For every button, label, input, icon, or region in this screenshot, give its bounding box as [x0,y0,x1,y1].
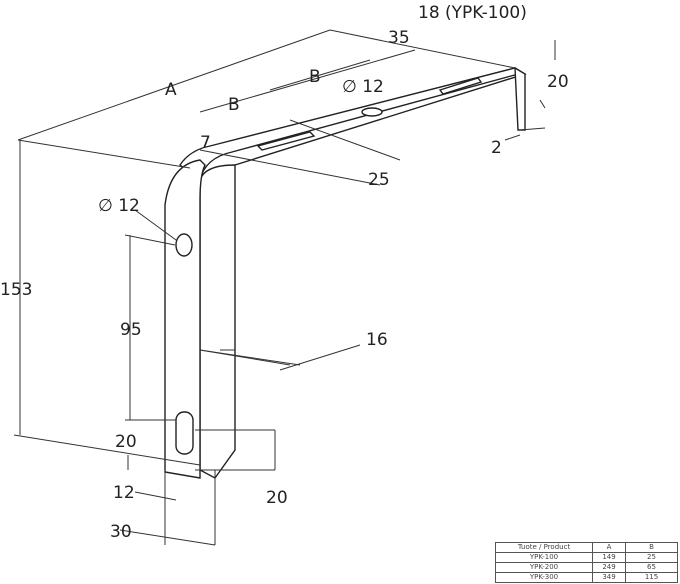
dim-thickness: 18 (YPK-100) [418,3,527,23]
table-row: YPK-200 249 65 [495,562,678,573]
dim-25: 25 [368,170,390,190]
dim-7: 7 [200,133,211,153]
slot-top-2 [438,77,483,95]
dimension-lines [13,29,556,546]
dim-12: 12 [113,483,135,503]
slot-side [175,411,194,455]
dim-20-right: 20 [266,488,288,508]
table-row: YPK-300 349 115 [495,572,678,583]
dim-2: 2 [491,138,502,158]
product-table: Tuote / Product A B YPK-100 149 25 YPK-2… [495,542,678,583]
table-header: Tuote / Product A B [495,542,678,553]
table-row: YPK-100 149 25 [495,552,678,563]
cell: 249 [592,562,626,573]
cell: YPK-200 [495,562,593,573]
dim-hole-top: ∅ 12 [342,77,384,97]
dim-153: 153 [0,280,32,300]
header-product: Tuote / Product [495,542,593,553]
dim-20-left: 20 [115,432,137,452]
dim-95: 95 [120,320,142,340]
cell: 65 [625,562,678,573]
header-b: B [625,542,678,553]
cell: 115 [625,572,678,583]
slot-top-1 [256,131,316,151]
dim-b-left: B [228,95,240,115]
hole-top [361,107,383,117]
cell: 349 [592,572,626,583]
dim-35: 35 [388,28,410,48]
dim-20-top: 20 [547,72,569,92]
hole-side [175,233,193,257]
dim-b-top: B [309,67,321,87]
cell: 149 [592,552,626,563]
cell: YPK-100 [495,552,593,563]
dim-hole-side: ∅ 12 [98,196,140,216]
cell: YPK-300 [495,572,593,583]
bracket-side-face [199,164,236,479]
dim-a: A [165,80,177,100]
dim-30: 30 [110,522,132,542]
bracket-flange-right [514,66,526,131]
dim-16: 16 [366,330,388,350]
cell: 25 [625,552,678,563]
header-a: A [592,542,626,553]
